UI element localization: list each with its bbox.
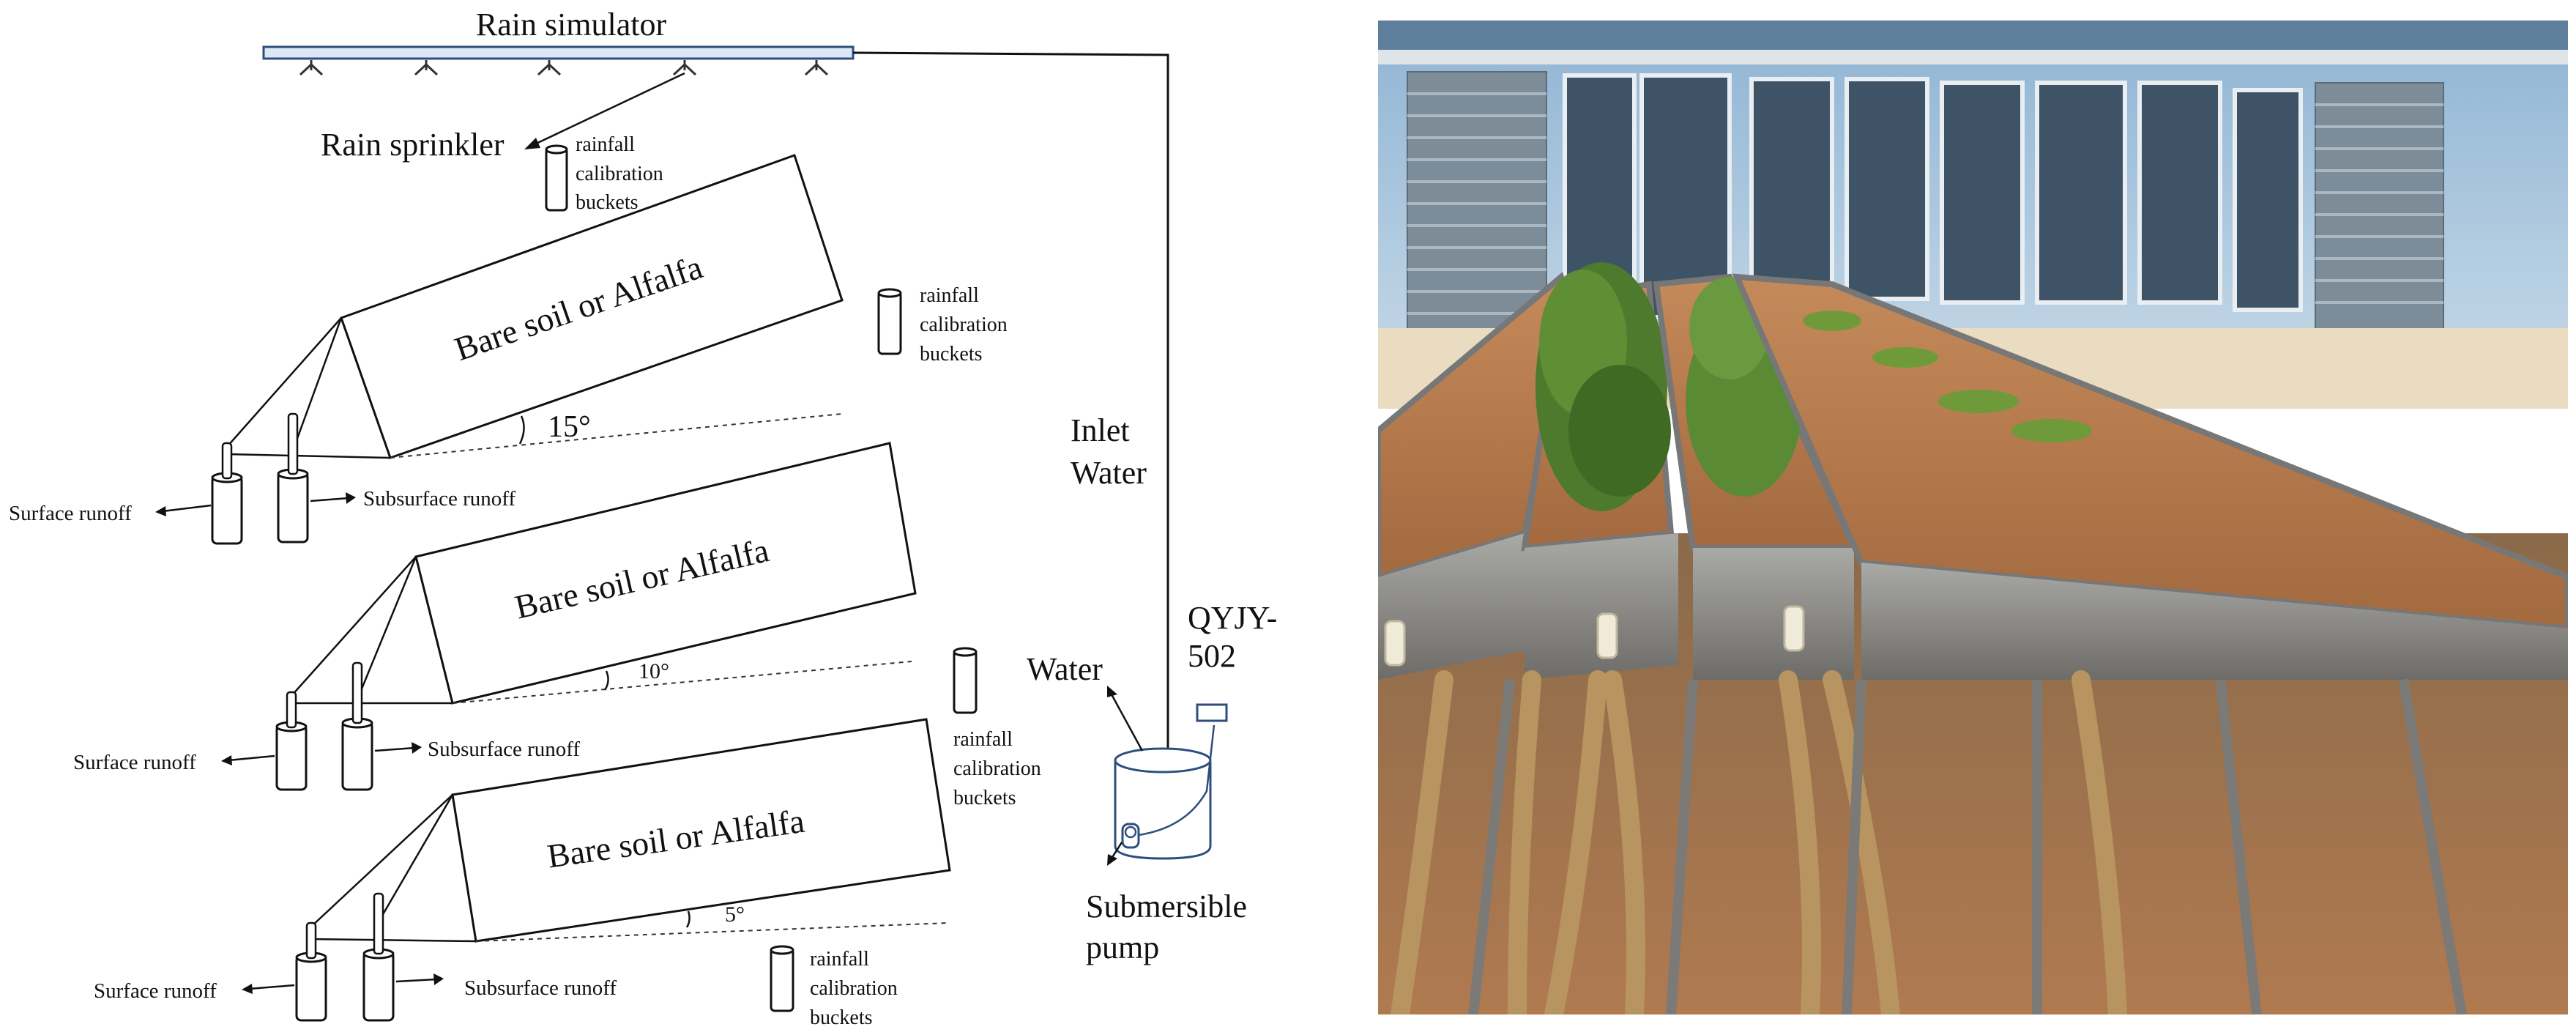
subsurface-runoff-1: Subsurface runoff bbox=[363, 487, 515, 511]
bucket-2-line3: buckets bbox=[920, 343, 983, 366]
plot-10-deg: Bare soil or Alfalfa 10° bbox=[291, 442, 917, 705]
controller-qyjy-502: QYJY- 502 bbox=[1188, 600, 1277, 722]
outlet-pipes bbox=[1384, 605, 1805, 667]
bucket-4-line1: rainfall bbox=[810, 948, 869, 971]
support-frame bbox=[1468, 678, 2467, 1014]
bucket-4-line2: calibration bbox=[810, 977, 898, 1000]
runoff-collectors-3: Surface runoff Subsurface runoff bbox=[94, 892, 617, 1022]
bucket-3-line1: rainfall bbox=[953, 728, 1013, 751]
rainfall-bucket-2: rainfall calibration buckets bbox=[877, 284, 1008, 366]
subsurface-runoff-2: Subsurface runoff bbox=[428, 738, 580, 761]
bucket-1-line2: calibration bbox=[576, 163, 663, 185]
experimental-setup-diagram: Rain simulator Inlet Water Rain sprinkle… bbox=[9, 7, 1277, 1029]
water-tank bbox=[1114, 724, 1216, 860]
angle-5-label: 5° bbox=[725, 902, 745, 927]
sprinkler-nozzles bbox=[299, 60, 829, 76]
surface-runoff-3: Surface runoff bbox=[94, 979, 217, 1003]
inlet-water-pipe bbox=[852, 51, 1169, 751]
trough-bare-soil-2 bbox=[1732, 273, 2568, 680]
rainfall-bucket-1: rainfall calibration buckets bbox=[545, 133, 663, 214]
pump-line2: pump bbox=[1086, 930, 1159, 965]
bucket-3-line3: buckets bbox=[953, 787, 1016, 809]
qyjy-line2: 502 bbox=[1188, 638, 1236, 674]
runoff-collectors-2: Surface runoff Subsurface runoff bbox=[73, 661, 580, 791]
submersible-pump-icon bbox=[1121, 823, 1140, 849]
rain-simulator-label: Rain simulator bbox=[476, 7, 667, 42]
water-label: Water bbox=[1027, 651, 1103, 687]
inlet-label-line2: Water bbox=[1071, 455, 1147, 491]
field-photograph bbox=[1378, 21, 2568, 1014]
rain-sprinkler-label: Rain sprinkler bbox=[321, 127, 505, 163]
angle-10-label: 10° bbox=[639, 659, 669, 683]
bucket-2-line2: calibration bbox=[920, 314, 1008, 336]
angle-15-label: 15° bbox=[548, 410, 591, 444]
plot-5-deg: Bare soil or Alfalfa 5° bbox=[310, 718, 951, 943]
drainage-hoses bbox=[1391, 670, 2127, 1014]
trough-alfalfa-1 bbox=[1521, 262, 1678, 680]
surface-runoff-2: Surface runoff bbox=[73, 751, 196, 774]
plot-15-deg: Bare soil or Alfalfa 15° bbox=[226, 154, 844, 459]
bucket-4-line3: buckets bbox=[810, 1006, 873, 1029]
inlet-label-line1: Inlet bbox=[1071, 412, 1130, 448]
qyjy-line1: QYJY- bbox=[1188, 600, 1277, 636]
rain-simulator: Rain simulator bbox=[262, 7, 855, 76]
rain-sprinkler-arrow bbox=[524, 72, 685, 149]
water-arrow bbox=[1107, 686, 1144, 752]
bucket-1-line3: buckets bbox=[576, 191, 639, 214]
bucket-3-line2: calibration bbox=[953, 757, 1041, 780]
subsurface-runoff-3: Subsurface runoff bbox=[464, 976, 617, 1000]
pump-line1: Submersible bbox=[1086, 889, 1247, 924]
rainfall-bucket-3: rainfall calibration buckets bbox=[953, 647, 1041, 809]
bucket-2-line1: rainfall bbox=[920, 284, 979, 307]
runoff-collectors-1: Surface runoff Subsurface runoff bbox=[9, 412, 515, 545]
surface-runoff-1: Surface runoff bbox=[9, 502, 132, 525]
rainfall-bucket-4: rainfall calibration buckets bbox=[770, 945, 898, 1029]
pump-arrow bbox=[1107, 842, 1123, 866]
bucket-1-line1: rainfall bbox=[576, 133, 635, 156]
trough-bare-soil-1 bbox=[1378, 272, 1572, 680]
